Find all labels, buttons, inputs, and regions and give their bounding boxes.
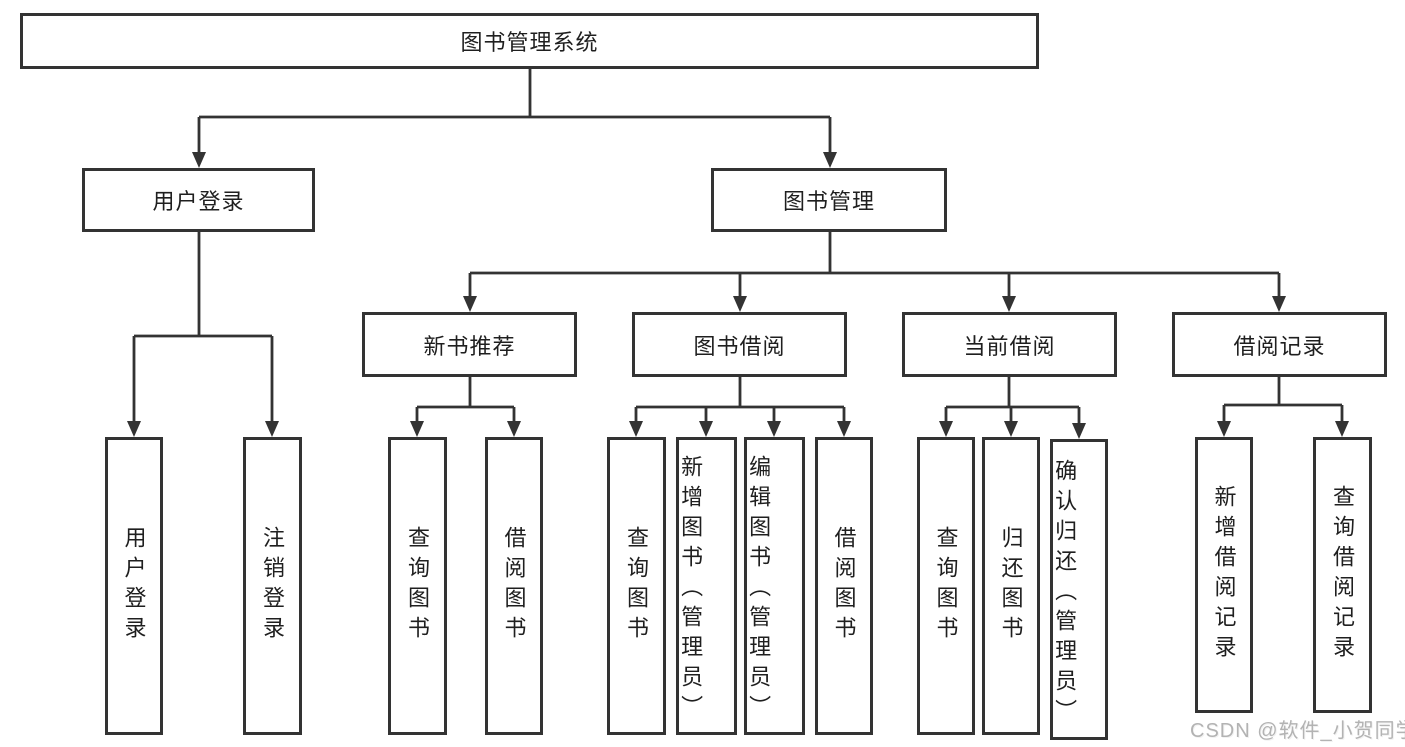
leaf-user-login: 用户登录 bbox=[105, 437, 163, 735]
node-label: 借阅记录 bbox=[1233, 333, 1326, 359]
leaf-add-borrow-record: 新增借阅记录 bbox=[1195, 437, 1253, 713]
node-book-management: 图书管理 bbox=[711, 168, 947, 232]
node-label: 确认归还（管理员） bbox=[1052, 458, 1078, 729]
leaf-add-book-admin: 新增图书（管理员） bbox=[676, 437, 737, 735]
csdn-watermark: CSDN @软件_小贺同学 bbox=[1190, 720, 1405, 742]
node-new-book-recommend: 新书推荐 bbox=[362, 312, 577, 377]
leaf-borrow-books: 借阅图书 bbox=[815, 437, 873, 735]
node-label: 新增借阅记录 bbox=[1211, 485, 1237, 665]
node-current-borrow: 当前借阅 bbox=[902, 312, 1117, 377]
node-label: 图书管理系统 bbox=[460, 30, 599, 55]
leaf-query-borrow-record: 查询借阅记录 bbox=[1313, 437, 1372, 713]
leaf-return-book: 归还图书 bbox=[982, 437, 1040, 735]
node-user-login: 用户登录 bbox=[82, 168, 315, 232]
node-label: 用户登录 bbox=[121, 526, 147, 646]
node-label: 图书借阅 bbox=[693, 333, 786, 359]
leaf-query-books-recommend: 查询图书 bbox=[388, 437, 447, 735]
node-label: 注销登录 bbox=[260, 526, 286, 646]
node-label: 新增图书（管理员） bbox=[678, 455, 704, 725]
leaf-query-books-borrow: 查询图书 bbox=[607, 437, 666, 735]
leaf-query-books-current: 查询图书 bbox=[917, 437, 975, 735]
node-label: 借阅图书 bbox=[831, 526, 857, 646]
node-label: 图书管理 bbox=[782, 189, 875, 214]
leaf-confirm-return-admin: 确认归还（管理员） bbox=[1050, 439, 1108, 740]
node-label: 查询借阅记录 bbox=[1330, 485, 1356, 665]
node-label: 查询图书 bbox=[624, 526, 650, 646]
node-root: 图书管理系统 bbox=[20, 13, 1039, 69]
node-label: 借阅图书 bbox=[501, 526, 527, 646]
node-label: 查询图书 bbox=[933, 526, 959, 646]
node-label: 当前借阅 bbox=[963, 333, 1056, 359]
node-label: 编辑图书（管理员） bbox=[746, 455, 772, 725]
node-label: 归还图书 bbox=[998, 526, 1024, 646]
arrowheads bbox=[127, 152, 1349, 439]
leaf-logout: 注销登录 bbox=[243, 437, 302, 735]
node-label: 查询图书 bbox=[405, 526, 431, 646]
node-book-borrow: 图书借阅 bbox=[632, 312, 847, 377]
node-borrow-record: 借阅记录 bbox=[1172, 312, 1387, 377]
leaf-edit-book-admin: 编辑图书（管理员） bbox=[744, 437, 805, 735]
leaf-borrow-books-recommend: 借阅图书 bbox=[485, 437, 543, 735]
node-label: 用户登录 bbox=[152, 189, 245, 214]
node-label: 新书推荐 bbox=[423, 333, 516, 359]
